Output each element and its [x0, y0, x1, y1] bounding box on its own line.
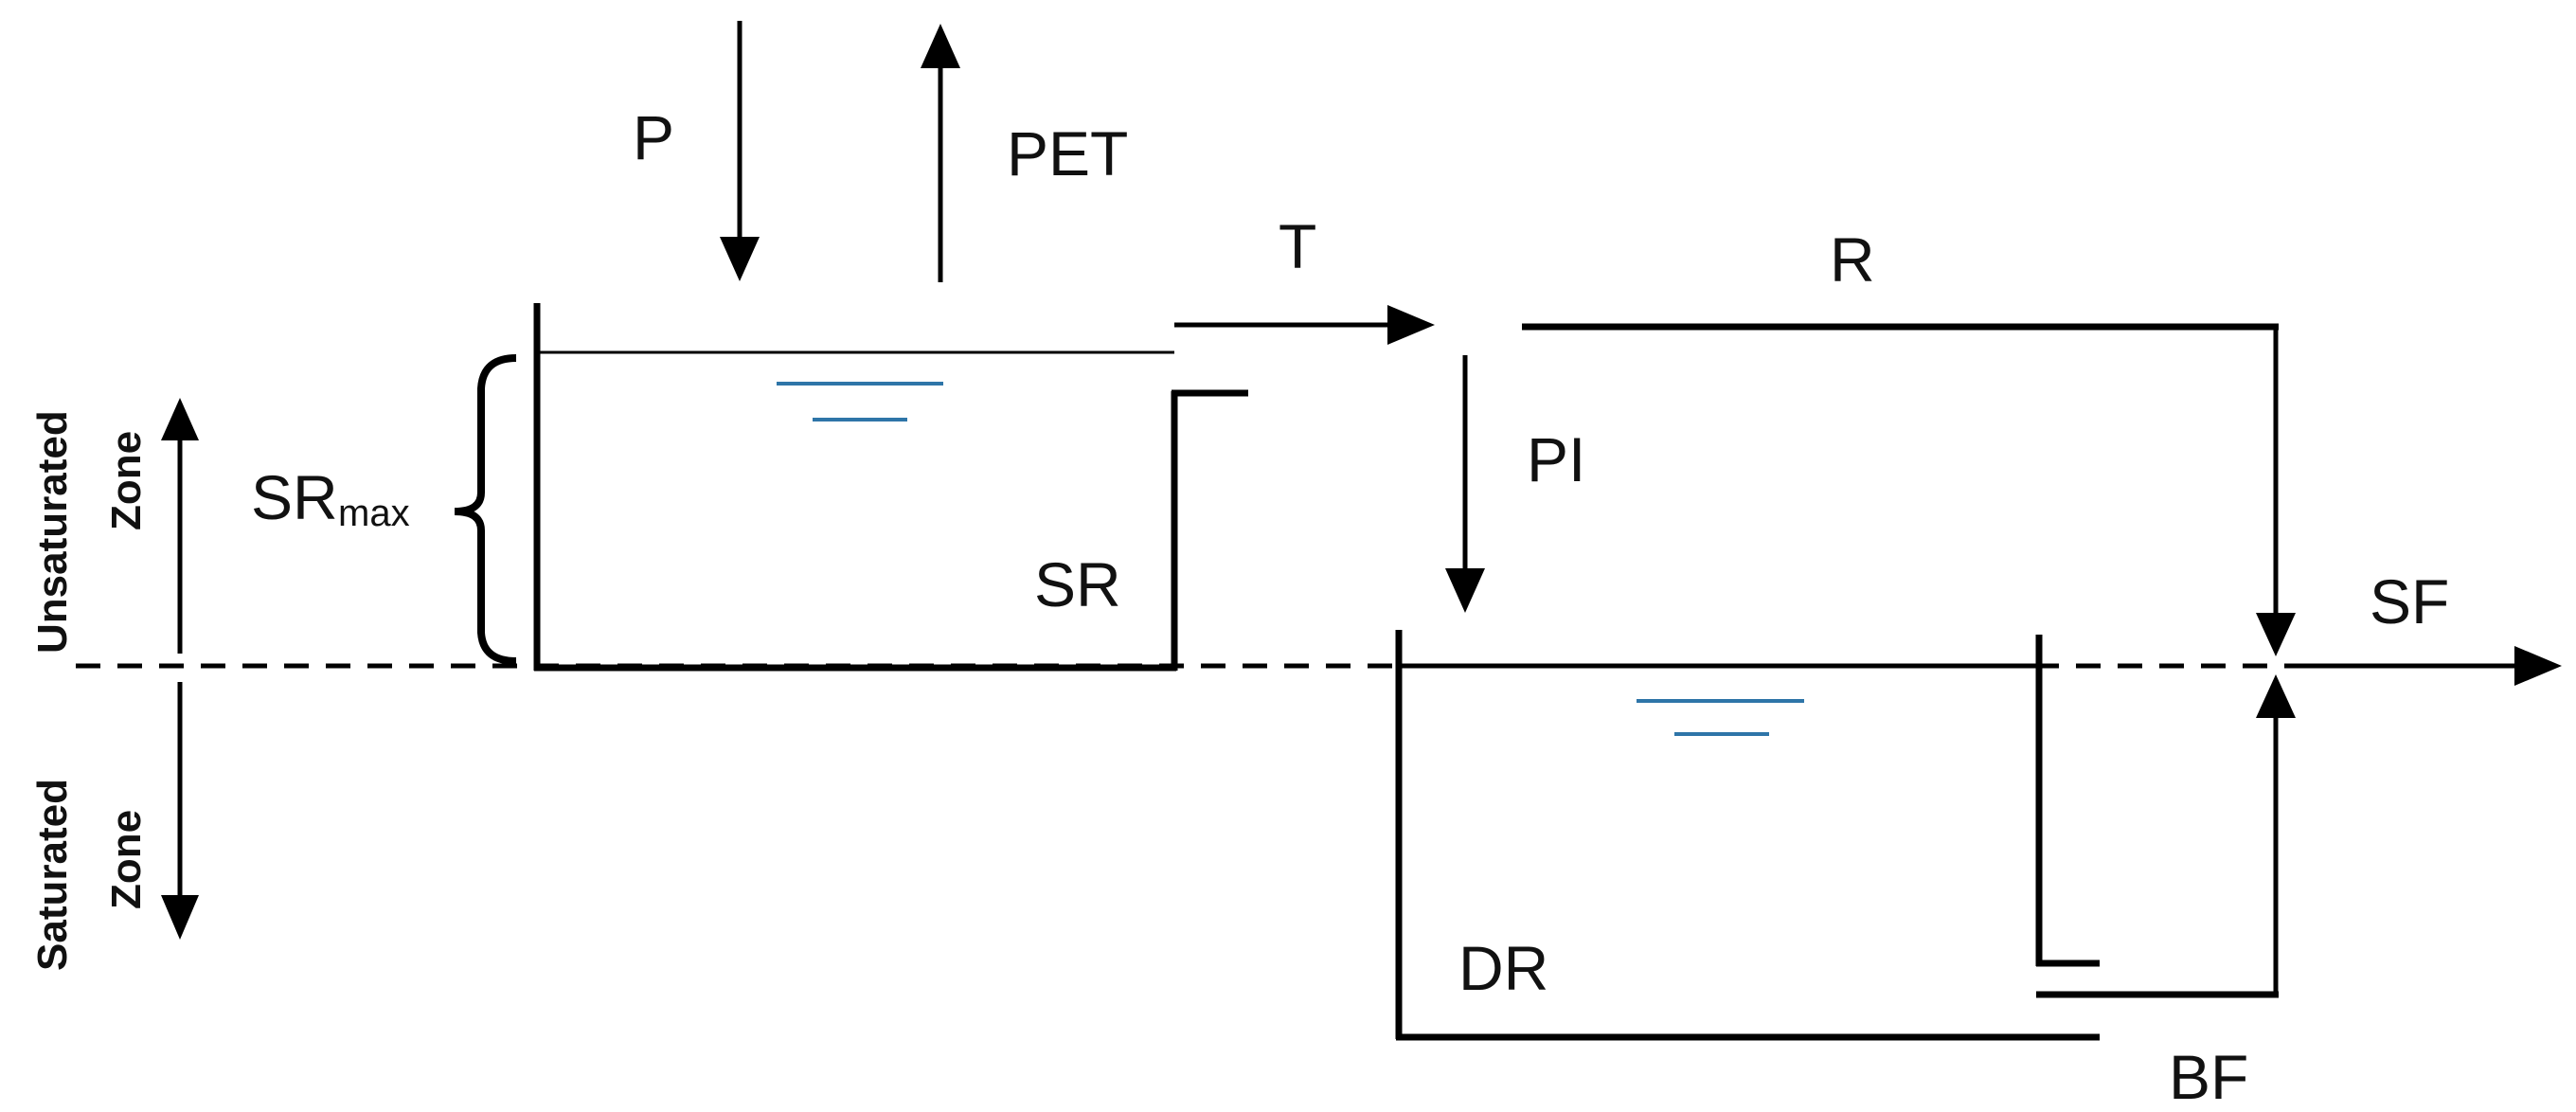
srmax-subscript: max — [338, 493, 410, 534]
saturated-zone-arrow — [161, 682, 199, 940]
svg-text:Zone: Zone — [103, 431, 150, 530]
pet-label: PET — [1007, 118, 1128, 188]
pi-label: PI — [1527, 424, 1585, 494]
svg-text:Saturated: Saturated — [29, 779, 76, 971]
saturated-zone-label-line1: Saturated — [29, 779, 76, 971]
pet-arrow — [921, 24, 960, 282]
saturated-zone-label-line2: Zone — [103, 810, 150, 909]
srmax-brace — [454, 354, 517, 665]
precipitation-arrow — [720, 21, 760, 281]
soil-reservoir-box — [533, 303, 1248, 672]
p-label: P — [633, 102, 674, 172]
dr-label: DR — [1458, 933, 1548, 1003]
percolation-arrow — [1445, 355, 1485, 613]
sr-label: SR — [1034, 549, 1121, 619]
sf-label: SF — [2370, 566, 2449, 637]
runoff-arrow — [1522, 323, 2296, 656]
unsaturated-zone-label-line2: Zone — [103, 431, 150, 530]
streamflow-arrow — [2292, 646, 2562, 686]
svg-text:Zone: Zone — [103, 810, 150, 909]
unsaturated-zone-arrow — [161, 398, 199, 654]
r-label: R — [1830, 224, 1875, 295]
svg-text:Unsaturated: Unsaturated — [29, 410, 76, 654]
deep-reservoir-box — [1395, 630, 2100, 1041]
soil-water-level-icon — [777, 382, 943, 421]
unsaturated-zone-label-line1: Unsaturated — [29, 410, 76, 654]
srmax-label: SR — [251, 462, 338, 532]
baseflow-arrow — [2036, 674, 2296, 998]
bf-label: BF — [2169, 1042, 2248, 1112]
transfer-arrow — [1174, 305, 1435, 345]
deep-water-level-icon — [1637, 699, 1804, 736]
t-label: T — [1279, 211, 1316, 281]
